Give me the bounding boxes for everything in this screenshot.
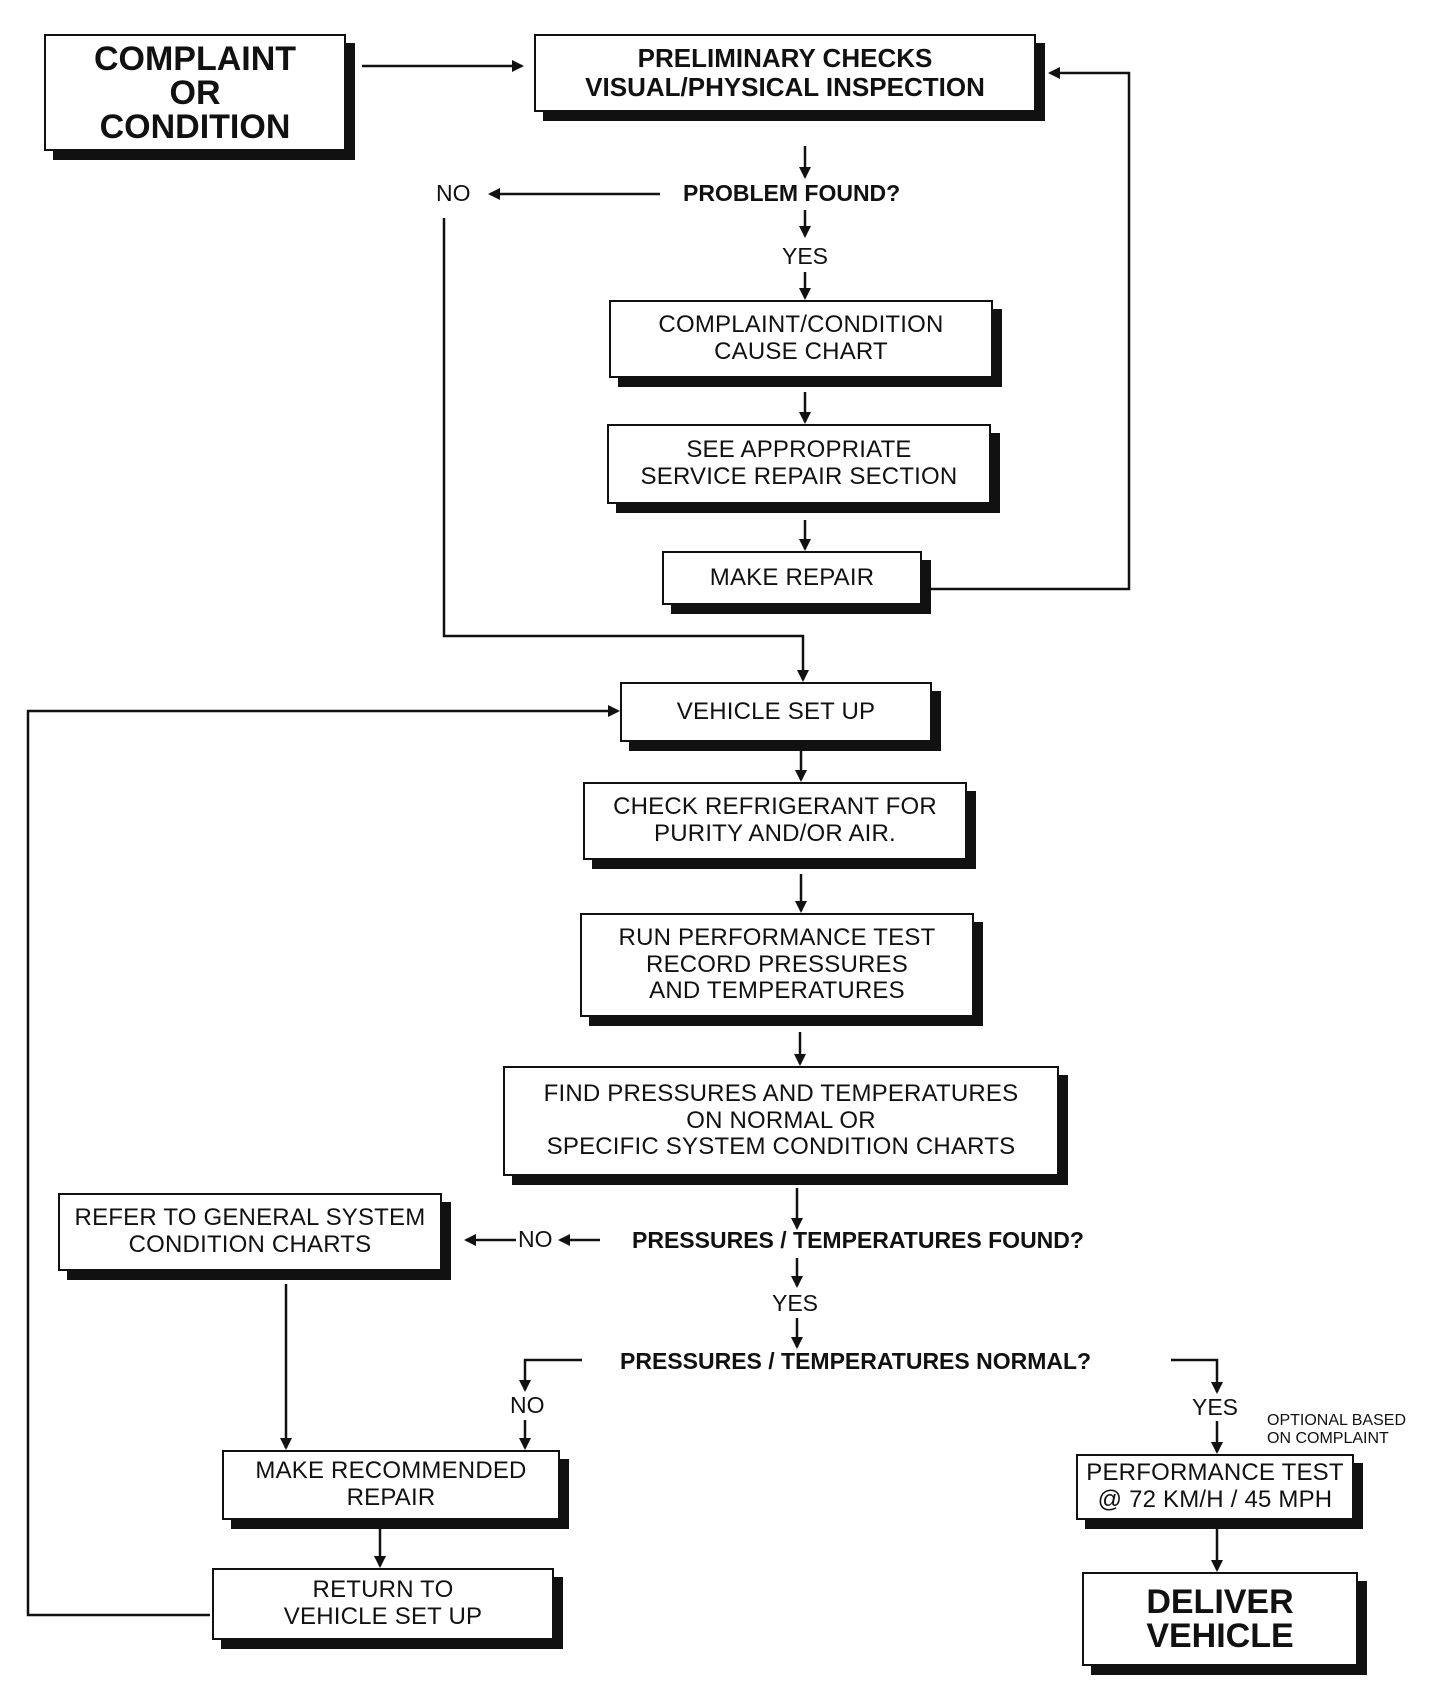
cause-chart-box: COMPLAINT/CONDITION CAUSE CHART <box>609 300 993 378</box>
box-line: RUN PERFORMANCE TEST <box>618 923 936 951</box>
box-line: CHECK REFRIGERANT FOR <box>613 793 937 821</box>
run-performance-test-box: RUN PERFORMANCE TEST RECORD PRESSURES AN… <box>580 913 974 1017</box>
box-line: ON NORMAL OR <box>686 1106 876 1134</box>
normal-yes-label: YES <box>1192 1394 1239 1420</box>
box-line: VEHICLE <box>1146 1617 1294 1655</box>
check-refrigerant-box: CHECK REFRIGERANT FOR PURITY AND/OR AIR. <box>583 782 967 860</box>
vehicle-setup-box: VEHICLE SET UP <box>620 682 932 742</box>
box-line: MAKE REPAIR <box>709 563 875 591</box>
box-line: PURITY AND/OR AIR. <box>654 820 896 847</box>
return-to-setup-box: RETURN TO VEHICLE SET UP <box>212 1568 554 1640</box>
box-line: DELIVER <box>1146 1583 1294 1621</box>
box-line: MAKE RECOMMENDED <box>255 1457 527 1485</box>
problem-found-question: PROBLEM FOUND? <box>683 180 901 206</box>
box-line: REFER TO GENERAL SYSTEM <box>74 1204 426 1232</box>
arrow-normal-yes <box>1171 1358 1223 1394</box>
problem-no-label: NO <box>436 180 471 206</box>
arrow-repair-loop <box>922 67 1131 591</box>
box-line: CONDITION <box>99 107 291 146</box>
box-line: COMPLAINT <box>93 39 297 78</box>
box-line: SPECIFIC SYSTEM CONDITION CHARTS <box>546 1133 1016 1161</box>
box-line: COMPLAINT/CONDITION <box>658 311 944 339</box>
box-line: VEHICLE SET UP <box>283 1603 483 1630</box>
arrow-no-to-setup <box>442 218 809 682</box>
box-line: AND TEMPERATURES <box>649 977 905 1005</box>
box-line: CONDITION CHARTS <box>128 1231 372 1258</box>
box-line: FIND PRESSURES AND TEMPERATURES <box>543 1079 1019 1107</box>
box-line: VISUAL/PHYSICAL INSPECTION <box>585 72 985 102</box>
box-line: RETURN TO <box>312 1576 454 1604</box>
box-line: REPAIR <box>346 1484 436 1511</box>
box-line: VEHICLE SET UP <box>676 697 876 725</box>
complaint-box: COMPLAINT OR CONDITION <box>44 34 346 151</box>
box-line: RECORD PRESSURES <box>646 950 908 978</box>
performance-test-box: PERFORMANCE TEST @ 72 KM/H / 45 MPH <box>1076 1454 1354 1520</box>
preliminary-checks-box: PRELIMINARY CHECKS VISUAL/PHYSICAL INSPE… <box>534 34 1036 112</box>
box-line: PRELIMINARY CHECKS <box>637 42 933 73</box>
make-repair-box: MAKE REPAIR <box>662 551 922 605</box>
box-line: CAUSE CHART <box>714 338 888 365</box>
find-pressures-box: FIND PRESSURES AND TEMPERATURES ON NORMA… <box>503 1066 1059 1176</box>
found-no-label: NO <box>518 1226 553 1252</box>
optional-note: OPTIONAL BASED ON COMPLAINT <box>1267 1412 1406 1447</box>
see-section-box: SEE APPROPRIATE SERVICE REPAIR SECTION <box>607 424 991 504</box>
box-line: SERVICE REPAIR SECTION <box>640 463 958 490</box>
arrow-normal-no <box>519 1358 582 1392</box>
note-line: OPTIONAL BASED <box>1267 1412 1406 1429</box>
arrow-return-loop <box>26 705 620 1617</box>
refer-general-charts-box: REFER TO GENERAL SYSTEM CONDITION CHARTS <box>58 1193 442 1271</box>
pt-normal-question: PRESSURES / TEMPERATURES NORMAL? <box>620 1348 1092 1374</box>
problem-yes-label: YES <box>782 243 829 269</box>
deliver-vehicle-box: DELIVER VEHICLE <box>1082 1572 1358 1666</box>
found-yes-label: YES <box>772 1290 819 1316</box>
box-line: SEE APPROPRIATE <box>686 436 912 464</box>
make-recommended-repair-box: MAKE RECOMMENDED REPAIR <box>222 1450 560 1520</box>
normal-no-label: NO <box>510 1392 545 1418</box>
note-line: ON COMPLAINT <box>1267 1429 1389 1447</box>
box-line: @ 72 KM/H / 45 MPH <box>1097 1486 1333 1513</box>
pt-found-question: PRESSURES / TEMPERATURES FOUND? <box>632 1227 1084 1253</box>
box-line: OR <box>169 73 221 112</box>
box-line: PERFORMANCE TEST <box>1086 1459 1344 1487</box>
